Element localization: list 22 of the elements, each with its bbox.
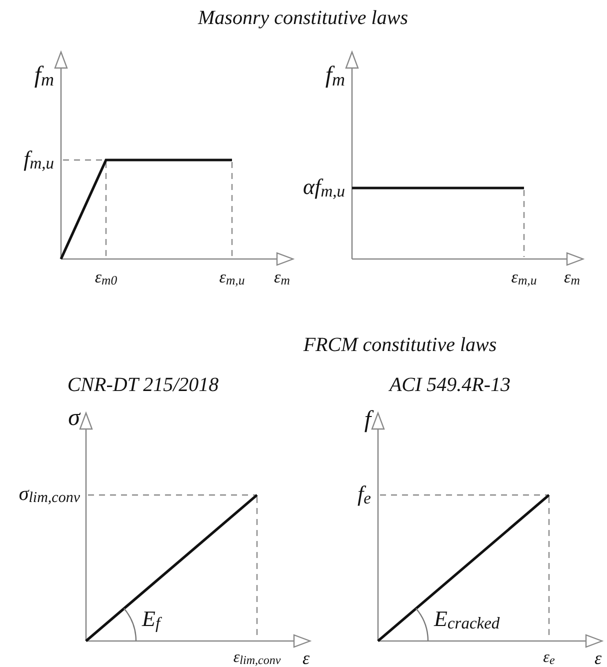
tick-label: f$_{e}$ [358,483,371,507]
slope-label: E$_{f}$ [142,608,160,632]
chart-title: ACI 549.4R-13 [389,375,511,395]
tick-label: σ$_{lim,conv}$ [18,484,80,506]
slope-label: E$_{cracked}$ [434,608,500,632]
axis-label: σ [68,406,80,430]
axis-label: ε$_{m}$ [274,268,290,288]
tick-label: ε$_{m,u}$ [511,268,537,288]
tick-label: αf$_{m,u}$ [303,176,345,200]
tick-label: ε$_{lim,conv}$ [233,650,281,666]
chart-title: CNR-DT 215/2018 [67,375,219,395]
tick-label: ε$_{e}$ [543,650,555,666]
axis-label: ε$_{m}$ [564,268,580,288]
axis-label: f$_{m}$ [325,64,345,88]
tick-label: ε$_{m0}$ [94,268,118,288]
axis-label: ε [302,649,310,667]
section-title: FRCM constitutive laws [303,335,497,355]
tick-label: f$_{m,u}$ [24,148,54,172]
tick-label: ε$_{m,u}$ [219,268,245,288]
section-title: Masonry constitutive laws [198,8,408,28]
axis-label: f$_{m}$ [34,64,54,88]
axis-label: ε [594,649,602,667]
